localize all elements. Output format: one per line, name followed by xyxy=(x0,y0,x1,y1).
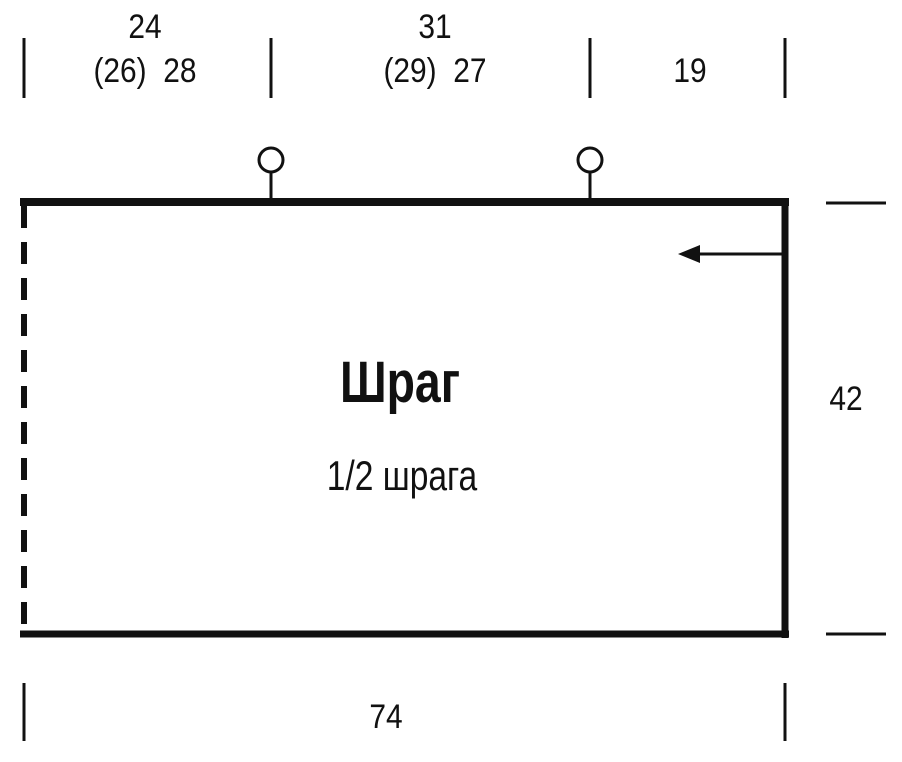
width-dimension-label: 74 xyxy=(369,697,402,735)
top-dimension-ticks xyxy=(22,38,787,98)
height-dimension-label: 42 xyxy=(829,379,862,417)
dim-segment-2-line2: (29) 27 xyxy=(383,51,486,89)
dim-segment-1-line2: (26) 28 xyxy=(93,51,196,89)
diagram-subtitle: 1/2 шрага xyxy=(327,454,478,500)
marker-circle-icon xyxy=(257,146,285,174)
marker-circle-icon xyxy=(576,146,604,174)
dim-segment-3-line2: 19 xyxy=(673,51,706,89)
dim-segment-1-line1: 24 xyxy=(128,7,161,45)
diagram-title: Шраг xyxy=(340,350,460,415)
dim-segment-2-line1: 31 xyxy=(418,7,451,45)
arrow-left-icon xyxy=(678,245,700,263)
